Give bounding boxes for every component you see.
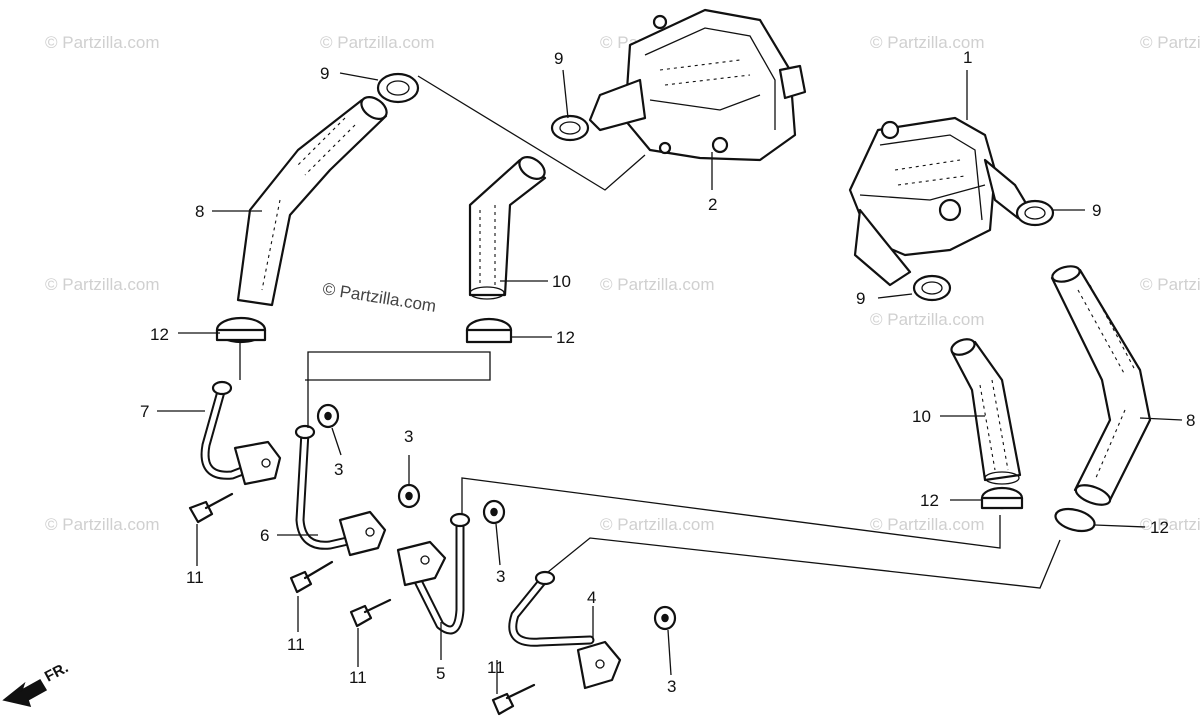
hose-8-left <box>236 95 388 307</box>
washer-3-b <box>397 483 421 509</box>
callouts: 1 2 3 3 3 3 4 5 6 7 8 8 9 9 9 9 10 10 11… <box>140 48 1195 696</box>
clamp-12-right-a <box>980 486 1024 510</box>
callout-1: 1 <box>963 48 972 67</box>
callout-8: 8 <box>1186 411 1195 430</box>
callout-9: 9 <box>1092 201 1101 220</box>
watermark: © Partzilla.com <box>45 33 160 52</box>
callout-3: 3 <box>496 567 505 586</box>
watermark: © Partzilla.com <box>1140 515 1200 534</box>
callout-7: 7 <box>140 402 149 421</box>
pipe-4 <box>508 570 622 690</box>
callout-10: 10 <box>552 272 571 291</box>
rear-air-valve <box>588 8 807 162</box>
clamp-9-top-left <box>376 72 420 104</box>
leader-lines <box>157 69 1183 694</box>
pipe-7 <box>200 380 282 486</box>
watermark: © Partzilla.com <box>1140 275 1200 294</box>
clamp-12-right-b <box>1054 507 1096 533</box>
callout-11: 11 <box>186 568 204 587</box>
clamp-9-top-centre <box>550 114 590 142</box>
pipe-6 <box>294 424 387 557</box>
callout-12: 12 <box>150 325 169 344</box>
callout-12: 12 <box>920 491 939 510</box>
clamp-12-left <box>215 316 267 344</box>
clamp-12-centre <box>465 317 513 344</box>
callout-9: 9 <box>554 49 563 68</box>
callout-11: 11 <box>487 658 505 677</box>
callout-9: 9 <box>856 289 865 308</box>
callout-8: 8 <box>195 202 204 221</box>
bolt-11-b <box>289 560 334 594</box>
callout-3: 3 <box>404 427 413 446</box>
watermark: © Partzilla.com <box>45 515 160 534</box>
callout-2: 2 <box>708 195 717 214</box>
watermark: © Partzilla.com <box>870 33 985 52</box>
callout-6: 6 <box>260 526 269 545</box>
connector-lines <box>239 75 1061 589</box>
callout-11: 11 <box>349 668 367 687</box>
hose-10-left <box>468 155 547 300</box>
callout-3: 3 <box>334 460 343 479</box>
callout-9: 9 <box>320 64 329 83</box>
callout-12: 12 <box>1150 518 1169 537</box>
watermark: © Partzilla.com <box>600 515 715 534</box>
watermark: © Partzilla.com <box>320 33 435 52</box>
pipe-5 <box>396 512 471 635</box>
bolt-11-a <box>188 492 234 524</box>
callout-3: 3 <box>667 677 676 696</box>
washer-3-d <box>653 605 677 631</box>
callout-12: 12 <box>556 328 575 347</box>
callout-11: 11 <box>287 635 305 654</box>
front-air-valve <box>848 116 1032 287</box>
callout-10: 10 <box>912 407 931 426</box>
center-watermark: © Partzilla.com <box>321 279 437 316</box>
watermark-layer: © Partzilla.com © Partzilla.com © Partzi… <box>45 33 1200 534</box>
watermark: © Partzilla.com <box>1140 33 1200 52</box>
hose-8-right <box>1050 265 1152 506</box>
front-direction-arrow: FR. <box>2 659 71 708</box>
watermark: © Partzilla.com <box>45 275 160 294</box>
callout-4: 4 <box>587 588 596 607</box>
clamp-9-right-upper <box>1015 199 1055 227</box>
bolt-11-d <box>491 683 536 716</box>
callout-5: 5 <box>436 664 445 683</box>
watermark: © Partzilla.com <box>870 310 985 329</box>
clamp-9-right-lower <box>912 274 952 302</box>
hose-10-right <box>950 338 1022 485</box>
bolt-11-c <box>349 598 392 628</box>
watermark: © Partzilla.com <box>600 275 715 294</box>
front-direction-label: FR. <box>42 659 71 685</box>
washer-3-c <box>482 499 506 525</box>
watermark: © Partzilla.com <box>870 515 985 534</box>
washer-3-a <box>316 403 340 429</box>
